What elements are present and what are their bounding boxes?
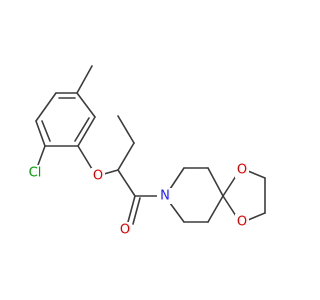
ketal-oxygen-top-label: O xyxy=(237,163,247,178)
bond xyxy=(169,202,185,223)
bonds xyxy=(35,65,266,225)
bond xyxy=(117,142,135,171)
bond xyxy=(77,116,96,147)
bond xyxy=(103,169,119,175)
bond xyxy=(117,169,136,197)
carbonyl-oxygen-label: O xyxy=(120,223,130,238)
bond xyxy=(222,175,237,197)
bond xyxy=(76,65,93,94)
chlorine-label: Cl xyxy=(29,166,42,181)
bond xyxy=(35,92,57,122)
molecule-canvas: Cl O O N O O xyxy=(25,65,266,238)
ketal-oxygen-top-atom: O xyxy=(235,162,249,178)
bond xyxy=(222,195,237,217)
bond xyxy=(207,195,224,223)
molecule-structure: Cl O O N O O xyxy=(25,65,266,238)
bond xyxy=(127,195,136,223)
amide-nitrogen-label: N xyxy=(160,189,170,204)
bond xyxy=(37,145,46,166)
bond xyxy=(207,167,224,197)
atom-labels: Cl O O N O O xyxy=(25,162,249,238)
ether-oxygen-label: O xyxy=(93,169,103,184)
bond xyxy=(247,212,266,221)
bond xyxy=(35,120,46,147)
bond xyxy=(117,115,135,144)
ketal-oxygen-bottom-atom: O xyxy=(235,214,249,230)
chlorine-atom: Cl xyxy=(25,165,47,181)
bond xyxy=(132,197,141,225)
bond xyxy=(77,145,93,170)
amide-nitrogen-atom: N xyxy=(157,188,173,204)
ketal-oxygen-bottom-label: O xyxy=(237,215,247,230)
bond xyxy=(41,120,51,142)
bond xyxy=(169,167,185,190)
ether-oxygen-atom: O xyxy=(91,168,105,184)
carbonyl-oxygen-atom: O xyxy=(118,222,132,238)
bond xyxy=(74,117,90,142)
bond xyxy=(76,92,96,118)
bond xyxy=(247,170,266,179)
